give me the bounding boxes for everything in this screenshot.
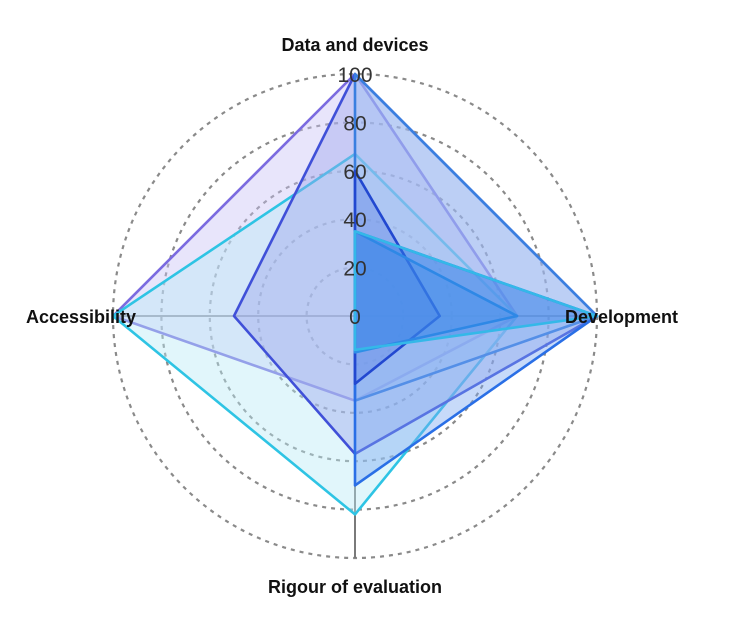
tick-label-60: 60 <box>343 161 366 184</box>
axis-label-0: Data and devices <box>281 35 428 55</box>
tick-label-40: 40 <box>343 209 366 232</box>
axis-label-2: Rigour of evaluation <box>268 577 442 597</box>
tick-label-80: 80 <box>343 112 366 135</box>
tick-label-100: 100 <box>337 64 372 87</box>
radar-series <box>111 72 599 516</box>
radar-tick-labels: 0 20 40 60 80 100 <box>337 64 372 329</box>
tick-label-20: 20 <box>343 258 366 281</box>
series-2-area <box>111 152 519 516</box>
series-8-area <box>353 230 599 352</box>
axis-label-1: Development <box>565 307 678 327</box>
tick-label-0: 0 <box>349 306 361 329</box>
axis-label-3: Accessibility <box>26 307 136 327</box>
